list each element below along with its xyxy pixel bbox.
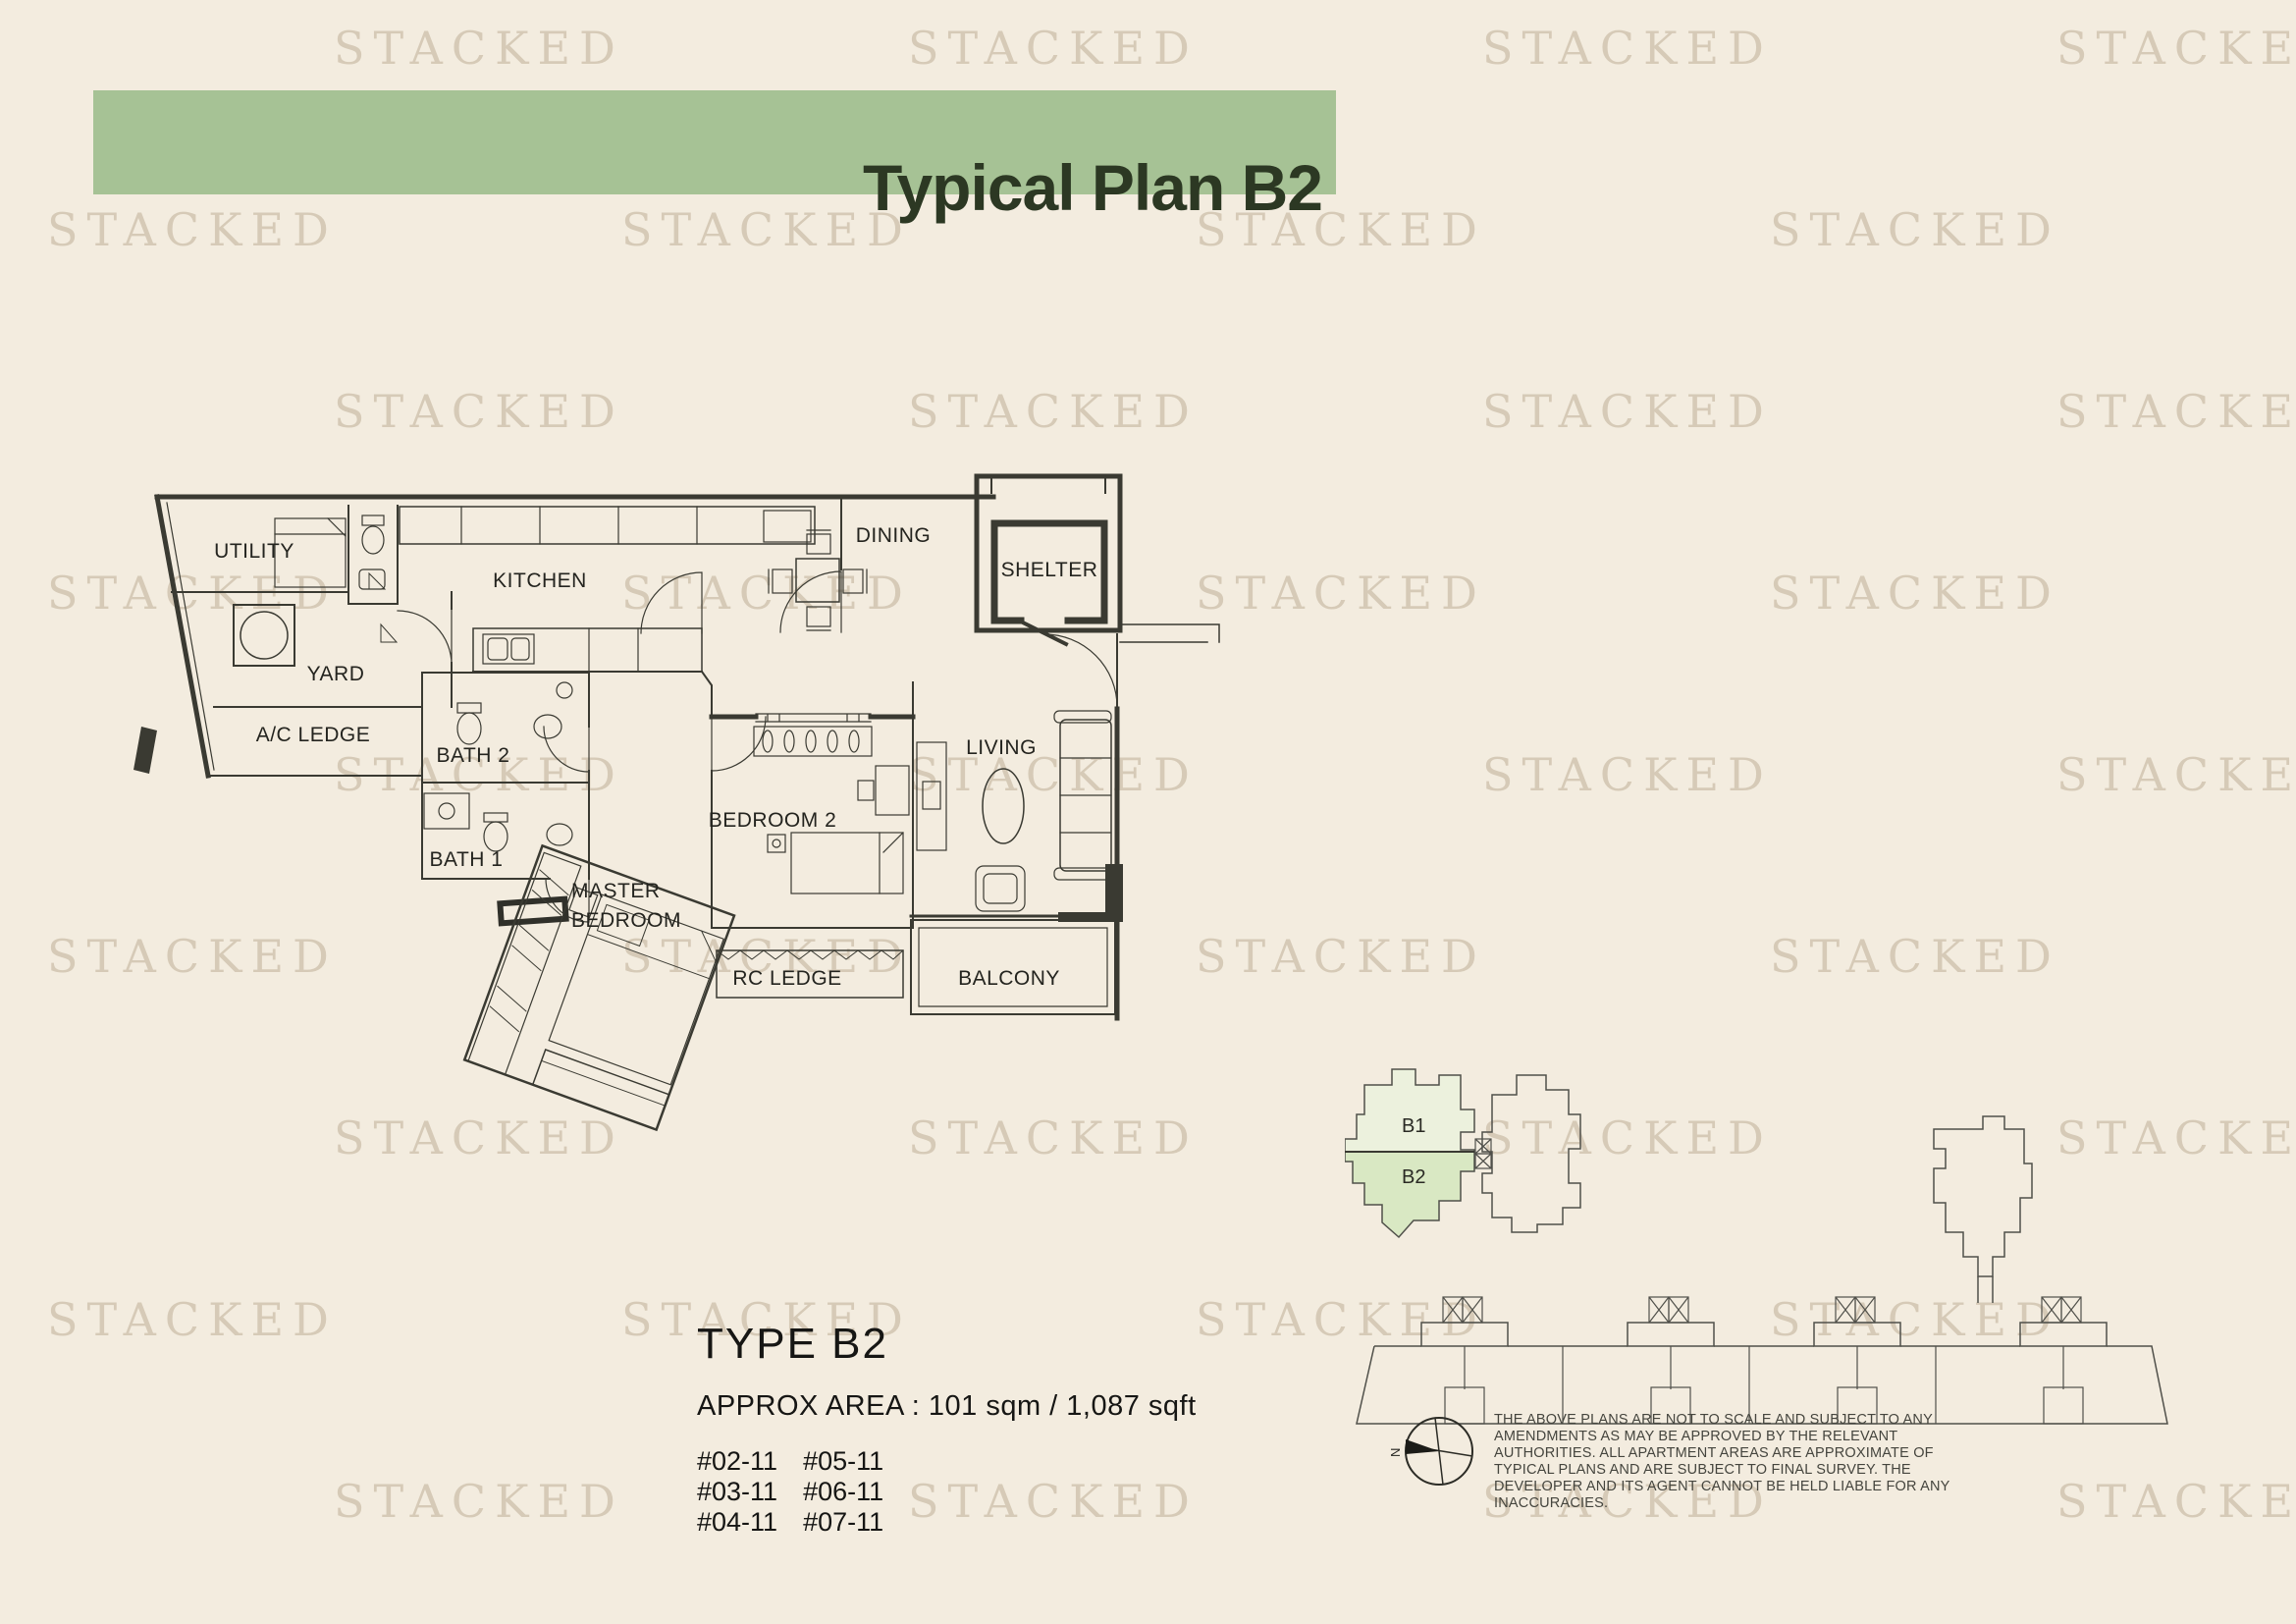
tower-b1-b2 [1345,1068,1475,1239]
shelter-walls [974,473,1123,647]
room-labels: UTILITY KITCHEN DINING SHELTER YARD A/C LEDGE… [214,524,1097,990]
watermark-text: STACKED [621,203,912,256]
furniture [233,506,1112,999]
room-label-living: LIVING [966,736,1037,759]
thick-fill-elements [133,727,1123,922]
row-lift-icons [1442,1296,2082,1324]
watermark-text: STACKED [1770,930,2060,983]
watermark-text: STACKED [1196,930,1486,983]
room-label-bath-2: BATH 2 [437,744,510,767]
room-label-utility: UTILITY [214,540,294,563]
watermark-text: STACKED [334,385,624,438]
watermark-text: STACKED [1196,1293,1486,1346]
lift-core-icon [1474,1138,1492,1169]
isolated-tower [1933,1115,2033,1303]
unit-number: #06-11 [803,1477,884,1506]
watermark-text: STACKED [2056,1111,2296,1164]
watermark-text: STACKED [334,1111,624,1164]
watermark-text: STACKED [47,930,338,983]
watermark-text: STACKED [2056,1475,2296,1528]
watermark-text: STACKED [908,22,1199,75]
page-title: Typical Plan B2 [863,151,1323,224]
watermark-text: STACKED [1482,1475,1773,1528]
unit-number-list: #02-11 #05-11 #03-11 #06-11 #04-11 #07-1… [697,1446,1197,1538]
room-label-bedroom-2: BEDROOM 2 [709,809,837,832]
room-label-a-c-ledge: A/C LEDGE [256,724,371,746]
room-label-master: MASTER [571,880,661,902]
unit-number: #03-11 [697,1477,778,1506]
title-banner: Typical Plan B2 [93,90,1336,220]
unit-row: #04-11 #07-11 [697,1507,1197,1538]
watermark-text: STACKED [2056,22,2296,75]
plan-outer-walls [154,494,1120,1021]
unit-type-label: TYPE B2 [697,1320,888,1368]
adjacent-tower [1481,1074,1581,1233]
site-label-b2: B2 [1402,1166,1425,1188]
watermark-text: STACKED [908,1111,1199,1164]
master-bedroom-block [462,843,736,1132]
watermark-text: STACKED [2056,385,2296,438]
site-key-diagram: B1 B2 [1345,1068,2168,1425]
watermark-text: STACKED [334,22,624,75]
watermark-text: STACKED [47,203,338,256]
room-label-bedroom: BEDROOM [571,909,681,932]
room-label-dining: DINING [856,524,932,547]
watermark-text: STACKED [47,1293,338,1346]
unit-row: #03-11 #06-11 [697,1477,1197,1507]
room-label-kitchen: KITCHEN [493,569,587,592]
unit-area-label: APPROX AREA : 101 sqm / 1,087 sqft [697,1390,1197,1422]
watermark-text: STACKED [334,1475,624,1528]
north-compass: N [1388,1417,1473,1486]
watermark-text: STACKED [1482,1111,1773,1164]
door-arcs [397,570,1118,923]
watermark-text: STACKED [908,385,1199,438]
unit-number: #02-11 [697,1446,778,1476]
watermark-text: STACKED [1196,203,1486,256]
room-label-shelter: SHELTER [1001,559,1098,581]
watermark-text: STACKED [1770,567,2060,620]
unit-info: TYPE B2 APPROX AREA : 101 sqm / 1,087 sq… [697,1320,1197,1538]
watermark-text: STACKED [908,1475,1199,1528]
watermark-text: STACKED [621,930,912,983]
watermark-text: STACKED [1770,1293,2060,1346]
site-label-b1: B1 [1402,1115,1425,1137]
unit-row: #02-11 #05-11 [697,1446,1197,1477]
room-label-yard: YARD [307,663,365,685]
room-label-bath-1: BATH 1 [430,848,504,871]
disclaimer-text: THE ABOVE PLANS ARE NOT TO SCALE AND SUB… [1494,1412,1950,1511]
compass-needle [1406,1439,1439,1454]
watermark-text: STACKED [1196,567,1486,620]
watermark-text: STACKED [1482,22,1773,75]
room-label-rc-ledge: RC LEDGE [732,967,841,990]
watermark-text: STACKED [621,1293,912,1346]
watermark-text: STACKED [2056,748,2296,801]
unit-number: #07-11 [803,1507,884,1537]
watermark-text: STACKED [1482,748,1773,801]
unit-number: #04-11 [697,1507,778,1537]
watermark-text: STACKED [908,748,1199,801]
room-label-balcony: BALCONY [958,967,1060,990]
building-row [1356,1322,2168,1425]
compass-n-label: N [1388,1448,1403,1457]
watermark-text: STACKED [1482,385,1773,438]
unit-number: #05-11 [803,1446,884,1476]
floor-plan: UTILITY KITCHEN DINING SHELTER YARD A/C LEDGE… [133,473,1220,1132]
watermark-text: STACKED [1770,203,2060,256]
plan-thin-lines [166,502,1108,1007]
